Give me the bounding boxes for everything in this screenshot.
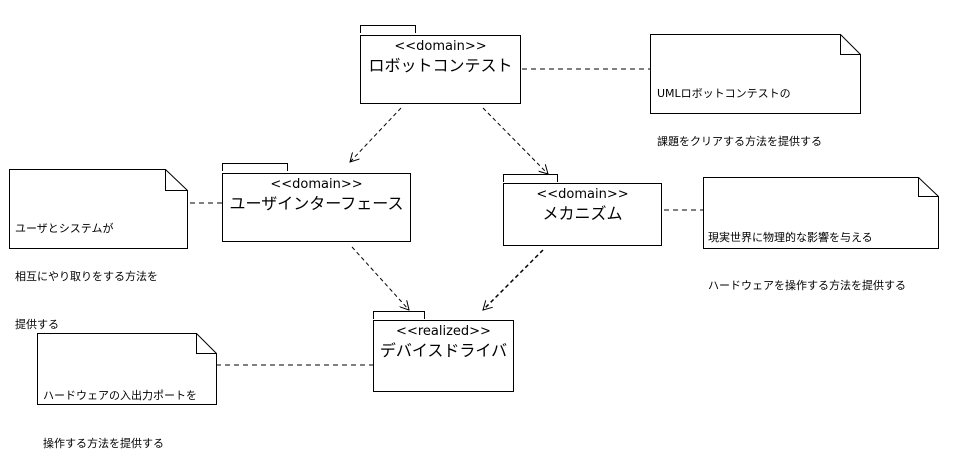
- package-name: デバイスドライバ: [379, 341, 508, 360]
- dependency-mechanism-to-driver: [483, 249, 544, 310]
- note-shape-ui: [9, 169, 188, 249]
- package-body: <<domain>> メカニズム: [503, 183, 662, 246]
- note-line: 相互にやり取りをする方法を: [15, 270, 158, 283]
- package-body: <<domain>> ロボットコンテスト: [360, 35, 521, 104]
- package-body: <<realized>> デバイスドライバ: [373, 320, 514, 392]
- package-stereotype: <<domain>>: [536, 187, 629, 202]
- note-line: 課題をクリアする方法を提供する: [657, 135, 822, 148]
- package-tab: [360, 25, 416, 33]
- note-line: 提供する: [15, 318, 59, 331]
- note-device-driver[interactable]: ハードウェアの入出力ポートを 操作する方法を提供する: [43, 356, 197, 468]
- note-line: UMLロボットコンテストの: [657, 87, 791, 100]
- note-line: ハードウェアを操作する方法を提供する: [708, 279, 906, 292]
- package-stereotype: <<domain>>: [394, 39, 487, 54]
- note-mechanism[interactable]: 現実世界に物理的な影響を与える ハードウェアを操作する方法を提供する: [708, 198, 906, 310]
- note-user-interface[interactable]: ユーザとシステムが 相互にやり取りをする方法を 提供する: [15, 189, 158, 349]
- package-name: メカニズム: [542, 204, 623, 223]
- dependency-robot-to-ui: [350, 107, 402, 162]
- package-tab: [373, 311, 425, 319]
- package-body: <<domain>> ユーザインターフェース: [222, 173, 411, 242]
- note-line: ユーザとシステムが: [15, 222, 114, 235]
- note-shape-mechanism: [703, 177, 939, 249]
- package-stereotype: <<realized>>: [396, 324, 491, 339]
- package-tab: [503, 174, 558, 182]
- package-tab: [222, 163, 288, 171]
- note-robot-contest[interactable]: UMLロボットコンテストの 課題をクリアする方法を提供する: [657, 54, 822, 166]
- note-shape-driver: [37, 333, 217, 405]
- package-mechanism[interactable]: <<domain>> メカニズム: [503, 174, 662, 246]
- package-robot-contest[interactable]: <<domain>> ロボットコンテスト: [360, 25, 521, 104]
- package-name: ロボットコンテスト: [368, 56, 513, 75]
- note-line: ハードウェアの入出力ポートを: [43, 389, 197, 402]
- package-name: ユーザインターフェース: [229, 194, 404, 213]
- package-stereotype: <<domain>>: [270, 177, 363, 192]
- package-user-interface[interactable]: <<domain>> ユーザインターフェース: [222, 163, 411, 242]
- note-line: 現実世界に物理的な影響を与える: [708, 231, 873, 244]
- note-line: 操作する方法を提供する: [43, 437, 164, 450]
- package-device-driver[interactable]: <<realized>> デバイスドライバ: [373, 311, 514, 392]
- dependency-ui-to-driver: [351, 246, 409, 310]
- note-shape-robot: [650, 34, 861, 114]
- diagram-canvas: [9, 34, 939, 405]
- dependency-robot-to-mechanism: [482, 107, 548, 174]
